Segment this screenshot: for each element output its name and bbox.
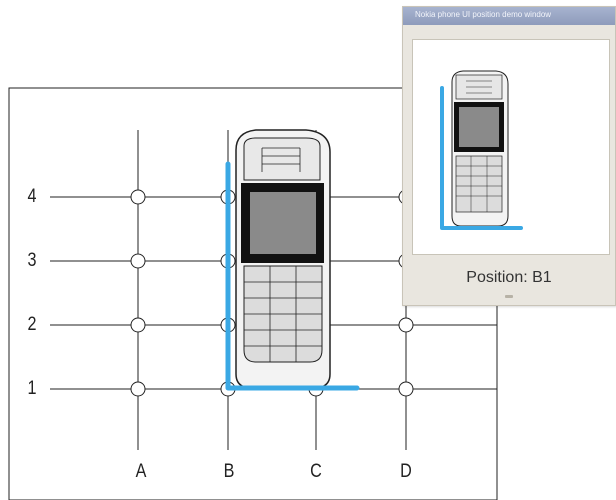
position-marker-l-bracket <box>225 161 360 391</box>
popup-phone-illustration <box>451 70 509 227</box>
grid-node-d1[interactable] <box>398 381 414 397</box>
phone-illustration[interactable] <box>235 129 331 389</box>
row-label-3: 3 <box>27 250 37 271</box>
row-label-2: 2 <box>27 314 37 335</box>
grid-node-a2[interactable] <box>130 317 146 333</box>
popup-resize-grip[interactable] <box>505 295 513 298</box>
popup-position-label: Position: B1 <box>466 269 552 286</box>
column-label-d: D <box>400 461 412 482</box>
column-label-a: A <box>135 461 147 482</box>
grid-node-a3[interactable] <box>130 253 146 269</box>
grid-node-d2[interactable] <box>398 317 414 333</box>
phone-top-panel <box>243 137 321 181</box>
column-label-b: B <box>223 461 235 482</box>
row-label-4: 4 <box>27 186 37 207</box>
position-popup-window[interactable]: Nokia phone UI position demo window <box>402 6 616 306</box>
popup-title: Nokia phone UI position demo window <box>415 10 552 19</box>
popup-position-marker <box>440 86 523 230</box>
phone-earpiece <box>261 147 301 172</box>
popup-preview-canvas <box>412 39 610 255</box>
phone-screen <box>250 192 316 254</box>
popup-titlebar[interactable]: Nokia phone UI position demo window <box>403 7 615 25</box>
row-label-1: 1 <box>27 378 37 399</box>
column-label-c: C <box>310 461 322 482</box>
popup-preview-svg <box>440 70 523 230</box>
grid-node-a4[interactable] <box>130 189 146 205</box>
phone-keypad-grid <box>244 266 322 362</box>
grid-node-a1[interactable] <box>130 381 146 397</box>
